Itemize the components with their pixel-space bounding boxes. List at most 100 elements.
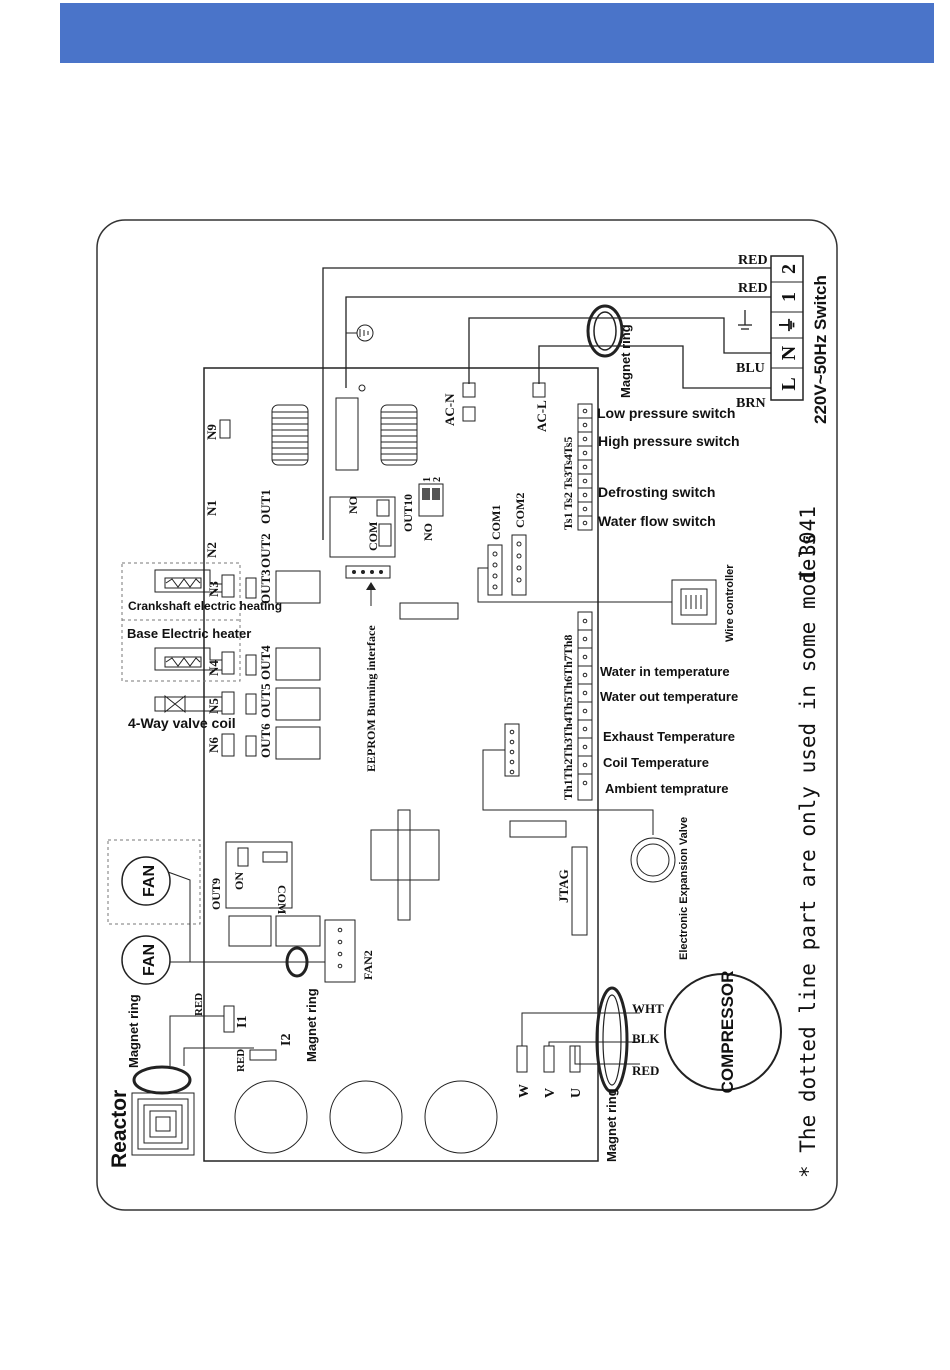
relay-out6 [275,726,321,760]
wire-controller [671,579,717,625]
terminal-ground: ⏚ [778,316,798,334]
capacitor-1 [228,915,272,947]
dip-switch [418,483,444,517]
defrosting-switch: Defrosting switch [598,484,715,500]
wire-red-2: RED [738,281,768,296]
uvw-connectors [516,1012,640,1073]
ts-labels: Ts1 Ts2 Ts3Ts4Ts5 [561,437,575,530]
fan-1-icon [121,856,171,906]
crankshaft-label: Crankshaft electric heating [128,599,282,613]
reactor-wires [169,1015,254,1066]
out10-no-label: NO [421,523,435,541]
wire-controller-label: Wire controller [724,564,736,642]
out9-on-label: ON [232,872,246,890]
eeprom-label: EEPROM Burning interface [364,625,378,772]
main-board [203,367,599,1162]
i1-label: I1 [235,1016,250,1028]
footnote: * The dotted line part are only used in … [796,533,820,1178]
ambient-temperature: Ambient temprature [605,781,729,796]
coil-temperature: Coil Temperature [603,755,709,770]
terminal-2: 2 [778,264,800,274]
fan-dotted-area [107,839,201,925]
relay-out9 [225,841,293,909]
relay-out3 [275,570,321,604]
fan2-label: FAN2 [361,950,375,980]
n3-label: N3 [206,581,221,597]
n6-label: N6 [206,737,221,753]
jtag-label: JTAG [556,869,571,903]
wire-blk: BLK [632,1031,660,1046]
model-number: I-3041 [796,506,820,582]
out6-label: OUT6 [258,723,273,758]
crankshaft-heater [154,569,222,593]
jtag-block [571,846,588,936]
base-heater-label: Base Electric heater [127,626,251,641]
wire-brn: BRN [736,396,766,411]
transformer [370,809,440,921]
eev-label: Electronic Expansion Valve [678,817,690,960]
wire-wht: WHT [632,1001,664,1016]
com2-label: COM2 [513,493,527,528]
dip-2-label: 2 [432,477,443,482]
terminal-1: 1 [778,292,800,302]
com1-connector [487,544,503,596]
ts-terminals [577,403,593,531]
chip-2 [509,820,567,838]
board-ground-icon [346,324,374,392]
magnet-ring-comp [595,986,629,1094]
n9-connector [219,419,231,439]
th-terminals [577,611,593,801]
ac-l-label: AC-L [534,400,549,432]
fuse-block [335,397,359,471]
out1-label: OUT1 [258,489,273,524]
n5-label: N5 [206,698,221,714]
bulk-capacitor-2 [329,1080,403,1154]
wire-blu: BLU [736,361,765,376]
terminal-l: L [778,377,800,390]
power-wires [322,267,771,540]
n4-label: N4 [206,660,221,676]
magnet-ring-comp-label: Magnet ring [604,1088,619,1162]
supply-label: 220V~50Hz Switch [811,275,830,424]
n1-label: N1 [204,500,219,516]
relay-com-label: COM [366,522,380,551]
eev-connector [482,723,654,835]
fan-1-label: FAN [141,865,158,897]
out5-label: OUT5 [258,683,273,718]
fan2-connector [324,919,356,983]
relay-out4 [275,647,321,681]
chip-1 [399,602,459,620]
com2-connector [511,534,527,596]
i1-red-label: RED [193,993,205,1016]
exhaust-temperature: Exhaust Temperature [603,729,735,744]
four-way-valve [154,694,222,714]
magnet-ring-top [586,304,624,358]
magnet-ring-fan-label: Magnet ring [304,988,319,1062]
inductor-2 [380,404,418,466]
out9-com-label: COM [275,885,289,914]
ac-n-label: AC-N [442,393,457,426]
magnet-ring-reactor-label: Magnet ring [126,994,141,1068]
out10-label: OUT10 [401,494,415,532]
wire-controller-cable [477,567,672,603]
th-labels: Th1Th2Th3Th4Th5Th6Th7Th8 [561,635,575,800]
magnet-ring-reactor [132,1065,192,1095]
fan-2-icon [121,935,171,985]
water-flow-switch: Water flow switch [598,513,716,529]
relay-no-label: NO [346,496,360,514]
compressor-label: COMPRESSOR [718,971,737,1094]
com1-label: COM1 [489,505,503,540]
out2-label: OUT2 [258,533,273,568]
out9-label: OUT9 [209,878,223,910]
eev-icon [630,837,676,883]
low-pressure-switch: Low pressure switch [597,405,735,421]
v-label: V [543,1088,558,1098]
i2-label: I2 [279,1034,294,1046]
reactor-label: Reactor [108,1090,131,1168]
out4-label: OUT4 [258,645,273,680]
dotted-optional-area [121,562,241,682]
terminal-block: 2 1 ⏚ N L [770,255,804,401]
inductor-1 [271,404,309,466]
water-out-temperature: Water out temperature [600,689,738,704]
